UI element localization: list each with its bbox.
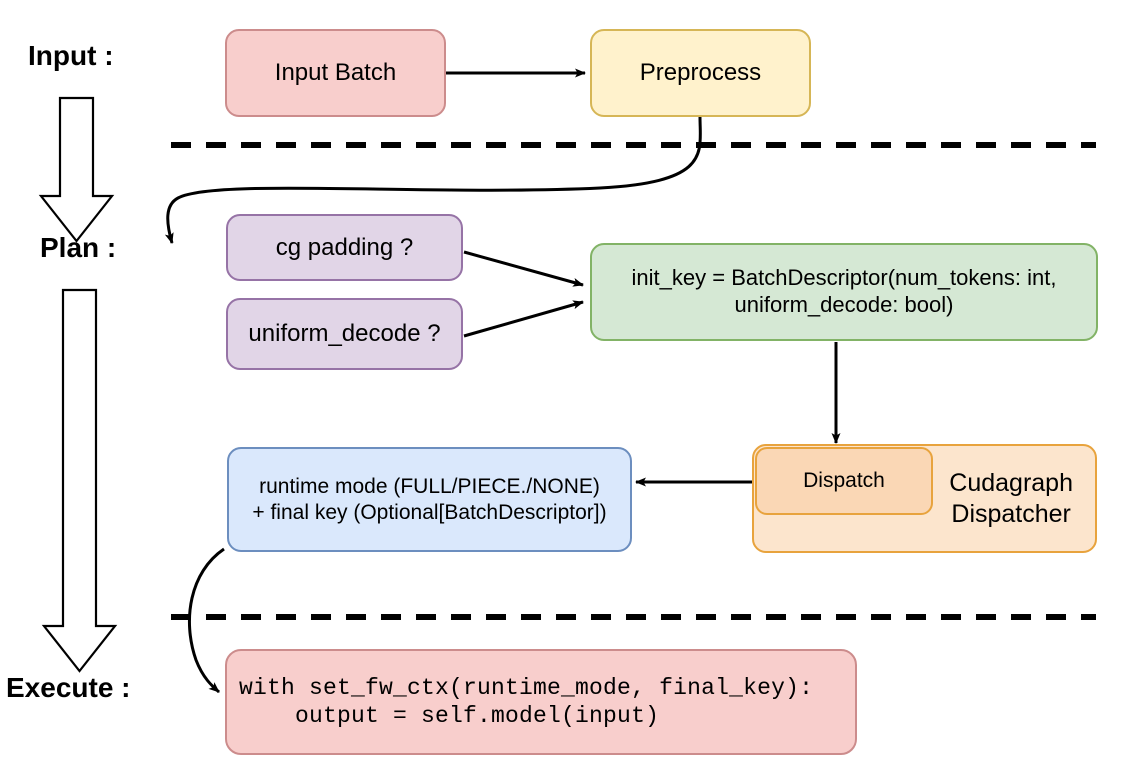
plan-to-execute-block-arrow (41, 288, 118, 673)
node-dispatch[interactable]: Dispatch (755, 447, 933, 515)
lane-label-input: Input : (28, 40, 114, 71)
edge-cg-padding-to-init-key (463, 250, 584, 287)
lane-label-execute: Execute : (6, 672, 131, 703)
node-exec-code[interactable]: with set_fw_ctx(runtime_mode, final_key)… (225, 649, 857, 755)
node-init-key[interactable]: init_key = BatchDescriptor(num_tokens: i… (590, 243, 1098, 341)
node-uniform-decode[interactable]: uniform_decode ? (226, 298, 463, 370)
node-runtime-mode[interactable]: runtime mode (FULL/PIECE./NONE) + final … (227, 447, 632, 552)
node-input-batch[interactable]: Input Batch (225, 29, 446, 117)
node-preprocess[interactable]: Preprocess (590, 29, 811, 117)
node-cg-padding[interactable]: cg padding ? (226, 214, 463, 281)
input-to-plan-block-arrow (38, 96, 115, 243)
edge-uniform-decode-to-init-key (463, 300, 584, 338)
lane-label-plan: Plan : (40, 232, 117, 263)
edge-runtime-mode-to-exec-code (187, 547, 225, 694)
